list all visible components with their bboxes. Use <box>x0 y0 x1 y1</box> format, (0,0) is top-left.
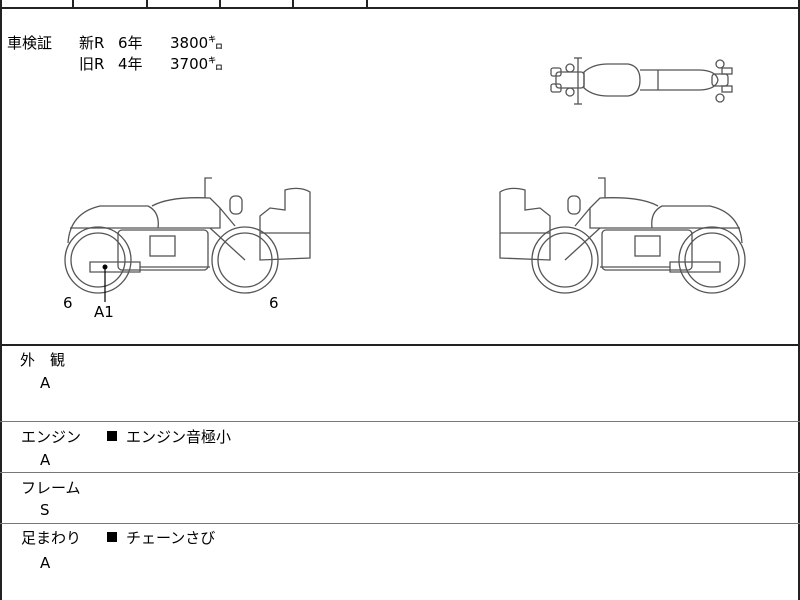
section-divider <box>0 421 800 422</box>
diagram-bottom-rule <box>0 344 800 346</box>
inspection-new-label: 新R <box>79 34 105 52</box>
damage-marker-left: 6 <box>63 294 73 312</box>
inspection-label: 車検証 <box>7 34 53 52</box>
inspection-old-label: 旧R <box>79 55 105 73</box>
inspection-new-years: 6年 <box>118 34 143 52</box>
inspection-new-distance: 3800㌔ <box>170 34 224 52</box>
damage-marker-a1: A1 <box>94 303 114 321</box>
engine-label: エンジン <box>21 428 82 446</box>
motorcycle-top-view-icon <box>550 57 733 105</box>
bullet-icon <box>107 431 117 441</box>
motorcycle-right-side-icon <box>499 177 746 294</box>
engine-note-text: エンジン音極小 <box>126 428 232 446</box>
inspection-old-years: 4年 <box>118 55 143 73</box>
frame-grade: S <box>40 501 50 519</box>
damage-marker-right: 6 <box>269 294 279 312</box>
header-bottom-rule <box>0 7 800 9</box>
right-border <box>798 0 800 600</box>
engine-grade: A <box>40 451 51 469</box>
section-divider <box>0 523 800 524</box>
motorcycle-left-side-icon <box>64 177 311 294</box>
bullet-icon <box>107 532 117 542</box>
frame-label: フレーム <box>21 479 81 497</box>
suspension-label: 足まわり <box>21 529 82 547</box>
inspection-old-distance: 3700㌔ <box>170 55 224 73</box>
suspension-grade: A <box>40 554 51 572</box>
header-divider <box>219 0 221 8</box>
a1-pointer <box>102 264 108 302</box>
suspension-note-text: チェーンさび <box>126 529 216 547</box>
header-divider <box>146 0 148 8</box>
section-divider <box>0 472 800 473</box>
engine-note: エンジン音極小 <box>107 428 231 446</box>
header-divider <box>72 0 74 8</box>
exterior-grade: A <box>40 374 51 392</box>
left-border <box>0 0 2 600</box>
header-divider <box>366 0 368 8</box>
header-divider <box>292 0 294 8</box>
suspension-note: チェーンさび <box>107 529 215 547</box>
exterior-label: 外 観 <box>20 351 66 369</box>
